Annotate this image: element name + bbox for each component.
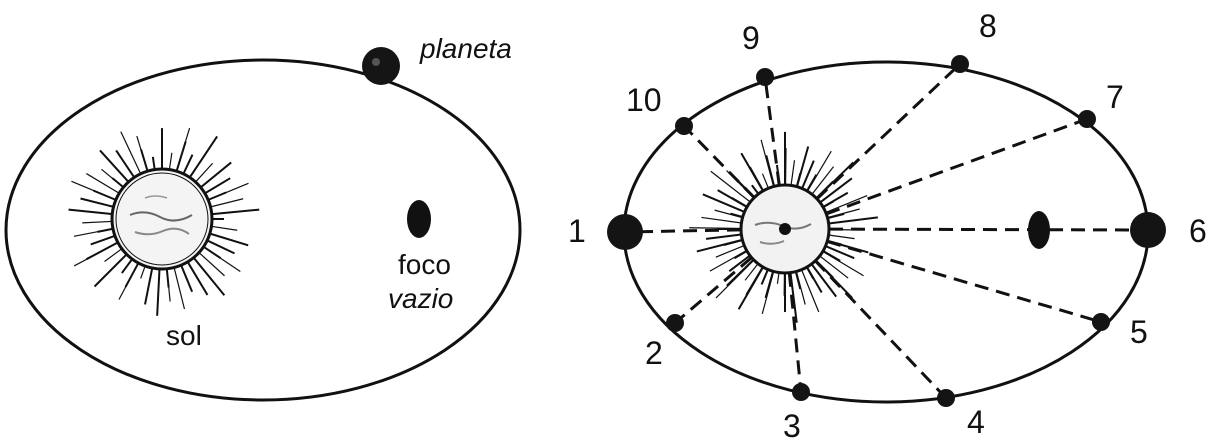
- sun-ray: [86, 174, 120, 195]
- sun-ray: [145, 266, 153, 304]
- sun-ray: [95, 253, 129, 287]
- orbit-point-4: [937, 389, 955, 407]
- left-planet: [362, 47, 400, 85]
- sun-ray: [167, 267, 170, 302]
- sun-ray: [824, 196, 867, 214]
- orbit-point-5: [1092, 313, 1110, 331]
- sun-ray: [716, 245, 746, 257]
- right-empty-focus-marker: [1028, 211, 1050, 249]
- sun-ray: [729, 254, 751, 271]
- orbit-position-label-1: 1: [568, 213, 586, 249]
- left-orbit-diagram: planeta sol foco vazio: [6, 33, 520, 400]
- empty-focus-label-line1: foco: [398, 249, 451, 280]
- sun-ray: [761, 140, 774, 189]
- sun-ray: [100, 150, 130, 183]
- sun-ray: [101, 169, 124, 188]
- sun-ray: [715, 210, 745, 218]
- sun-ray: [91, 235, 117, 244]
- sun-ray: [796, 147, 808, 189]
- orbit-position-label-4: 4: [967, 404, 985, 440]
- sun-ray: [121, 132, 142, 176]
- orbit-position-label-6: 6: [1189, 213, 1207, 249]
- sun-ray: [174, 266, 185, 309]
- orbit-position-label-2: 2: [645, 335, 663, 371]
- sun-ray: [189, 136, 217, 179]
- planet-label: planeta: [419, 33, 512, 64]
- orbit-point-1: [607, 214, 643, 250]
- sun-ray: [701, 217, 743, 223]
- sun-ray: [718, 190, 749, 208]
- orbit-point-8: [951, 55, 969, 73]
- sun-ray: [82, 221, 114, 223]
- orbit-point-3: [792, 383, 810, 401]
- sun-ray: [827, 217, 878, 223]
- left-empty-focus-marker: [407, 200, 431, 238]
- sun-ray: [116, 150, 135, 179]
- radius-lines: [625, 64, 1148, 398]
- sun-ray: [198, 251, 225, 275]
- orbit-point-10: [675, 117, 693, 135]
- sun-ray: [209, 226, 237, 230]
- orbit-position-label-9: 9: [742, 20, 760, 56]
- sun-ray: [815, 259, 834, 278]
- right-orbit-diagram: 1 2 3 4 5 6 7 8 9 10: [568, 8, 1207, 441]
- sun-ray: [801, 268, 819, 312]
- orbit-point-7: [1078, 110, 1096, 128]
- orbit-position-label-7: 7: [1106, 79, 1124, 115]
- sun-ray: [187, 260, 208, 295]
- sun-ray: [697, 239, 744, 251]
- orbit-point-2: [666, 314, 684, 332]
- sun-ray: [74, 242, 120, 266]
- sun-ray: [93, 191, 117, 201]
- sun-ray: [119, 261, 139, 299]
- sun-ray: [827, 235, 855, 239]
- orbit-point-9: [756, 68, 774, 86]
- sun-ray: [80, 199, 115, 208]
- right-orbit-ellipse: [624, 62, 1148, 402]
- left-sun: [69, 128, 260, 316]
- sun-ray: [137, 136, 148, 173]
- sun-ray: [706, 234, 743, 239]
- sun-ray: [791, 160, 795, 187]
- sun-ray: [209, 199, 244, 208]
- orbit-position-label-8: 8: [979, 8, 997, 44]
- sun-label: sol: [166, 320, 202, 351]
- orbit-position-label-3: 3: [783, 408, 801, 441]
- orbit-point-6: [1130, 212, 1166, 248]
- empty-focus-label-line2: vazio: [388, 283, 453, 314]
- sun-ray: [825, 240, 868, 252]
- orbit-position-label-10: 10: [626, 82, 662, 118]
- orbit-position-label-5: 5: [1130, 314, 1148, 350]
- orbit-position-labels: 1 2 3 4 5 6 7 8 9 10: [568, 8, 1207, 441]
- sun-ray: [815, 181, 833, 199]
- sun-ray: [806, 265, 822, 292]
- sun-ray: [157, 267, 159, 316]
- left-orbit-ellipse: [6, 60, 520, 400]
